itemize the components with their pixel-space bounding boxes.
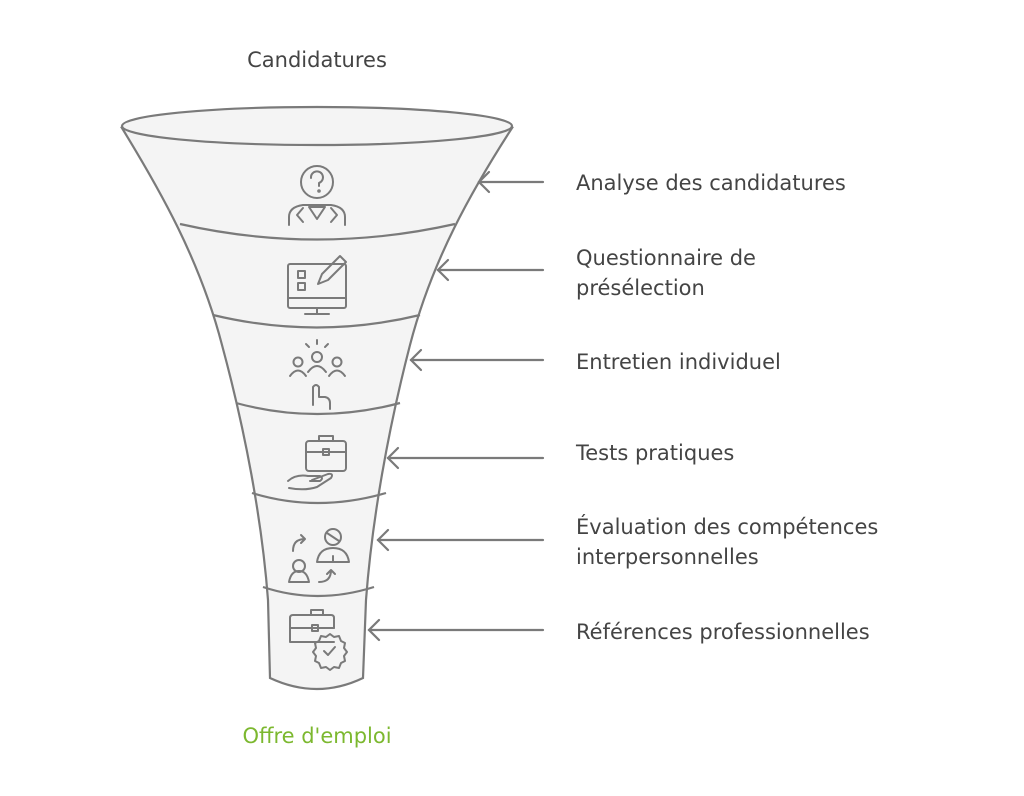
label-line: Analyse des candidatures <box>576 171 846 195</box>
arrow <box>409 348 545 372</box>
arrow <box>367 618 545 642</box>
label-line: interpersonnelles <box>576 545 759 569</box>
people-exchange-icon <box>288 528 350 583</box>
stage-label-entretien: Entretien individuel <box>576 347 781 377</box>
funnel-top-title: Candidatures <box>247 48 387 72</box>
computer-form-pencil-icon <box>287 255 347 315</box>
stage-divider <box>251 491 387 505</box>
stage-divider <box>179 222 456 241</box>
label-line: Questionnaire de <box>576 246 756 270</box>
stage-label-evaluation: Évaluation des compétences interpersonnel… <box>576 512 878 572</box>
label-line: Entretien individuel <box>576 350 781 374</box>
stage-label-tests: Tests pratiques <box>576 438 734 468</box>
briefcase-badge-check-icon <box>289 609 348 671</box>
hand-briefcase-icon <box>287 435 347 491</box>
group-hand-pointer-icon <box>289 339 346 410</box>
stage-label-questionnaire: Questionnaire de présélection <box>576 243 756 303</box>
label-line: Évaluation des compétences <box>576 515 879 539</box>
funnel-bottom-title: Offre d'emploi <box>242 724 392 748</box>
stage-label-references: Références professionnelles <box>576 617 870 647</box>
arrow <box>376 528 545 552</box>
stage-divider <box>212 313 421 329</box>
label-line: Tests pratiques <box>576 441 735 465</box>
label-line: présélection <box>576 276 705 300</box>
person-question-icon <box>288 165 346 226</box>
arrow <box>386 446 545 470</box>
stage-divider <box>235 401 401 416</box>
arrow <box>436 258 545 282</box>
funnel-body <box>120 126 515 691</box>
arrow <box>477 170 545 194</box>
funnel-top-rim <box>120 105 514 147</box>
stage-divider <box>262 585 375 598</box>
stage-label-analyse: Analyse des candidatures <box>576 168 846 198</box>
label-line: Références professionnelles <box>576 620 870 644</box>
